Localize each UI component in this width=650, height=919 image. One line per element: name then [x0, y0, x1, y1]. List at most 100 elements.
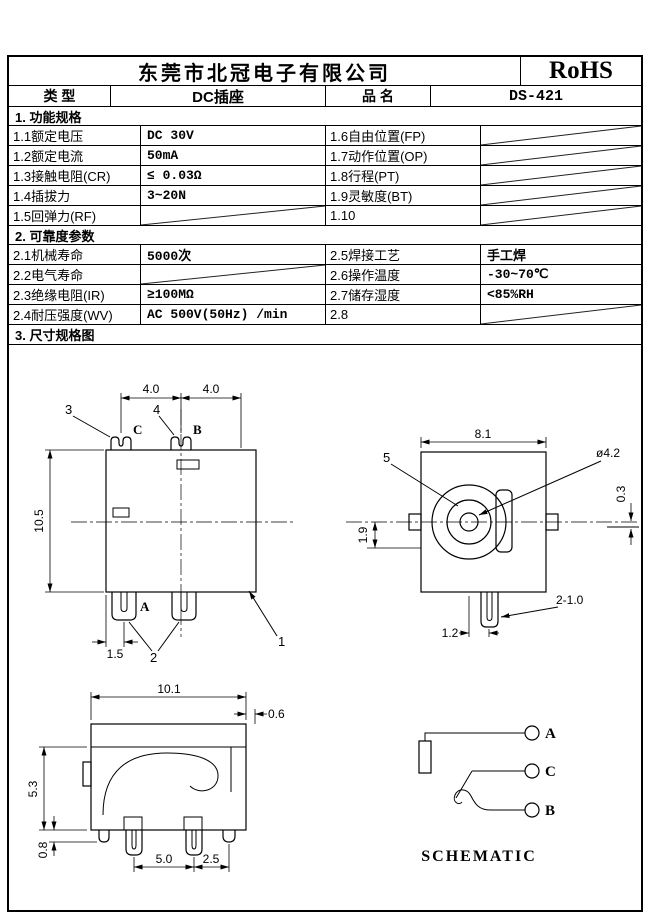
product-name-value: DS-421	[508, 87, 563, 105]
callout-label: 5	[383, 450, 390, 465]
bottom-pin-2	[171, 592, 197, 621]
spec-value: DC 30V	[141, 126, 326, 145]
dim-label: 8.1	[475, 427, 492, 441]
spec-value-na	[481, 146, 641, 165]
dim-label: 10.1	[157, 682, 181, 696]
na-slash-icon	[481, 206, 641, 225]
callout-label: 4	[153, 402, 160, 417]
profile-pin-1-slot	[131, 830, 137, 850]
dim-label: 4.0	[143, 382, 160, 396]
spec-value-na	[481, 126, 641, 145]
spec-value-na	[141, 265, 326, 284]
spec-row-2-3: 2.3绝缘电阻(IR) ≥100MΩ 2.7储存湿度 <85%RH	[9, 285, 641, 305]
spec-label: 1.7动作位置(OP)	[326, 146, 481, 165]
spec-row-1-1: 1.1额定电压 DC 30V 1.6自由位置(FP)	[9, 126, 641, 146]
spec-row-2-1: 2.1机械寿命 5000次 2.5焊接工艺 手工焊	[9, 245, 641, 265]
spec-label: 1.8行程(PT)	[326, 166, 481, 185]
body-detail	[112, 507, 130, 518]
product-name-label: 品 名	[326, 86, 431, 106]
body-detail	[176, 459, 200, 470]
na-slash-icon	[481, 166, 641, 185]
spec-label: 1.9灵敏度(BT)	[326, 186, 481, 205]
spec-value-na	[481, 186, 641, 205]
spec-label: 2.6操作温度	[326, 265, 481, 284]
spec-value: AC 500V(50Hz) /min	[141, 305, 326, 324]
na-slash-icon	[481, 305, 641, 324]
bottom-pin-a-slot	[120, 592, 128, 613]
type-value: DC插座	[111, 86, 326, 106]
terminal-label-c: C	[545, 764, 556, 780]
spec-value: 3~20N	[141, 186, 326, 205]
spec-label: 2.2电气寿命	[9, 265, 141, 284]
dim-label: 2.5	[203, 852, 220, 866]
spec-value: 手工焊	[487, 249, 527, 264]
pin-base	[183, 816, 203, 831]
side-bottom-pin	[480, 592, 499, 628]
dimension-drawing: 4.0 4.0 10.5 1.5 3 4 1 2	[9, 345, 641, 915]
na-slash-icon	[141, 206, 325, 225]
na-slash-icon	[481, 126, 641, 145]
terminal-b-circle	[524, 802, 540, 818]
terminal-label-b: B	[545, 803, 555, 819]
switch-spring	[453, 789, 491, 811]
profile-pin-2-slot	[191, 830, 197, 850]
spec-row-1-4: 1.4插拔力 3~20N 1.9灵敏度(BT)	[9, 186, 641, 206]
dim-label: 0.6	[268, 707, 285, 721]
rohs-mark: RoHS	[549, 57, 613, 84]
mount-peg	[222, 830, 236, 843]
pin-label-a: A	[140, 599, 150, 614]
dim-label: 0.8	[36, 841, 50, 858]
spec-label: 2.4耐压强度(WV)	[9, 305, 141, 324]
dim-label: ø4.2	[596, 446, 620, 460]
dim-label: 1.9	[356, 526, 370, 543]
spec-label: 1.2额定电流	[9, 146, 141, 165]
center-pin-symbol	[418, 740, 432, 774]
sheet-header: 东莞市北冠电子有限公司 RoHS	[9, 57, 641, 86]
profile-view: 10.1 0.6 5.3 0.8	[26, 682, 285, 872]
profile-hook	[82, 761, 92, 787]
schematic-title: SCHEMATIC	[421, 848, 537, 865]
terminal-c-circle	[524, 763, 540, 779]
spec-row-1-5: 1.5回弹力(RF) 1.10	[9, 206, 641, 226]
dim-label: 5.3	[26, 780, 40, 797]
company-name: 东莞市北冠电子有限公司	[9, 57, 521, 85]
profile-pin-1	[125, 830, 143, 856]
wire-a	[424, 732, 525, 741]
product-row: 类 型 DC插座 品 名 DS-421	[9, 86, 641, 107]
spec-row-2-4: 2.4耐压强度(WV) AC 500V(50Hz) /min 2.8	[9, 305, 641, 325]
spec-value-na	[481, 206, 641, 225]
spec-label: 2.3绝缘电阻(IR)	[9, 285, 141, 304]
switch-arm	[455, 770, 473, 799]
side-bottom-pin-slot	[486, 592, 493, 622]
dim-label: 5.0	[156, 852, 173, 866]
spec-label: 1.6自由位置(FP)	[326, 126, 481, 145]
spec-row-1-3: 1.3接触电阻(CR) ≤ 0.03Ω 1.8行程(PT)	[9, 166, 641, 186]
spec-value: ≥100MΩ	[141, 285, 326, 304]
spec-value: 5000次	[141, 245, 326, 264]
spring-contact	[102, 752, 219, 816]
spec-label: 2.8	[326, 305, 481, 324]
section-3-title: 3. 尺寸规格图	[9, 325, 641, 345]
type-label: 类 型	[9, 86, 111, 106]
spec-value: 50mA	[141, 146, 326, 165]
na-slash-icon	[141, 265, 325, 284]
spec-row-2-2: 2.2电气寿命 2.6操作温度 -30~70℃	[9, 265, 641, 285]
dimension-drawing-svg: 4.0 4.0 10.5 1.5 3 4 1 2	[26, 382, 639, 872]
callout-label: 2	[150, 650, 157, 665]
front-view: 4.0 4.0 10.5 1.5 3 4 1 2	[32, 382, 293, 665]
callout-label: 1	[278, 634, 285, 649]
spec-label: 2.5焊接工艺	[326, 245, 481, 264]
standoff	[98, 830, 110, 843]
spec-label: 1.3接触电阻(CR)	[9, 166, 141, 185]
dim-label: 1.5	[107, 647, 124, 661]
spec-value: <85%RH	[487, 287, 534, 302]
spec-label: 1.10	[326, 206, 481, 225]
spec-label: 1.4插拔力	[9, 186, 141, 205]
terminal-label-a: A	[545, 726, 556, 742]
dim-label: 10.5	[32, 509, 46, 533]
spec-value-na	[481, 166, 641, 185]
spec-label: 2.7储存湿度	[326, 285, 481, 304]
spec-value: -30~70℃	[487, 267, 549, 282]
spec-row-1-2: 1.2额定电流 50mA 1.7动作位置(OP)	[9, 146, 641, 166]
na-slash-icon	[481, 146, 641, 165]
